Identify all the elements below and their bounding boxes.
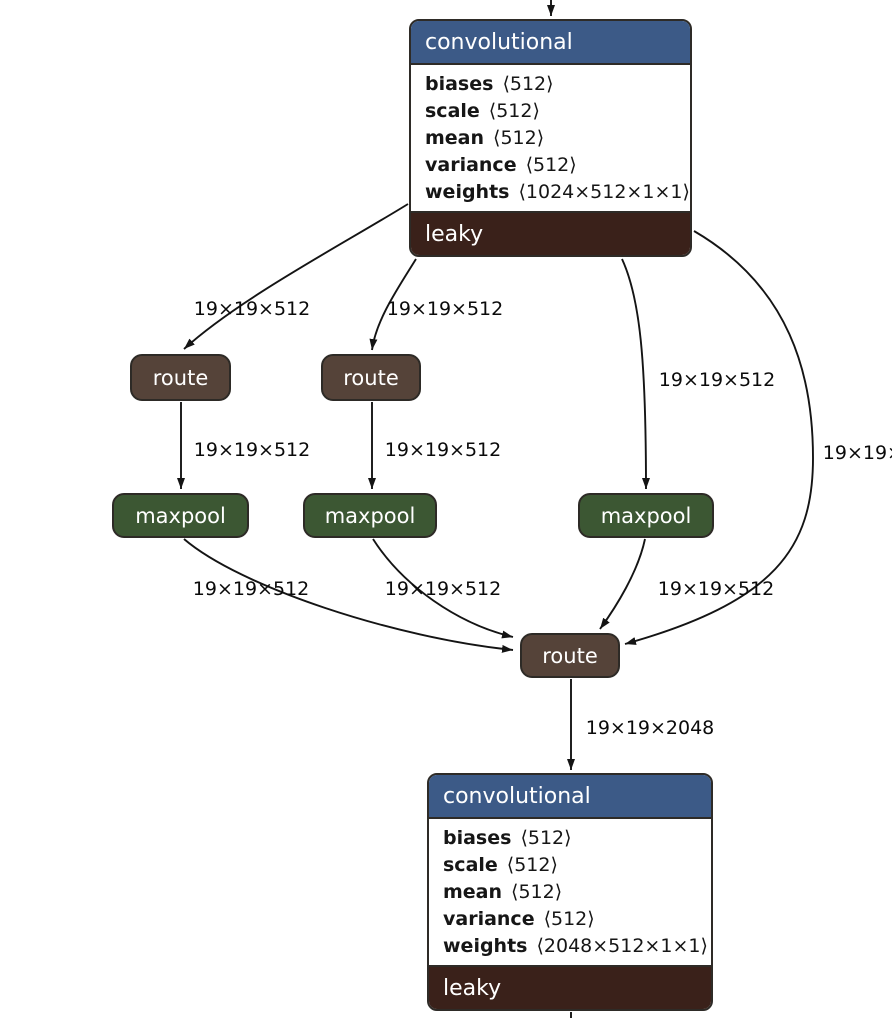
edge-label-conv-route-left: 19×19×512 bbox=[193, 298, 311, 320]
param-name: biases bbox=[425, 73, 494, 95]
param-value: ⟨512⟩ bbox=[525, 154, 577, 176]
route-mid-label: route bbox=[343, 365, 399, 390]
edge-maxpool-right-to-concat bbox=[599, 538, 646, 630]
param-value: ⟨512⟩ bbox=[502, 73, 554, 95]
param-name: mean bbox=[443, 881, 503, 903]
route-node-left: route bbox=[130, 354, 231, 401]
param-value: ⟨512⟩ bbox=[506, 854, 558, 876]
param-value: ⟨1024×512×1×1⟩ bbox=[518, 181, 690, 203]
conv-bottom-params: biases⟨512⟩ scale⟨512⟩ mean⟨512⟩ varianc… bbox=[429, 819, 711, 965]
maxpool-node-right: maxpool bbox=[578, 493, 714, 538]
maxpool-mid-label: maxpool bbox=[324, 503, 416, 528]
maxpool-node-left: maxpool bbox=[112, 493, 249, 538]
route-node-mid: route bbox=[321, 354, 421, 401]
edge-label-conv-route-mid: 19×19×512 bbox=[386, 298, 504, 320]
param-name: variance bbox=[443, 908, 535, 930]
edge-label-maxpool-right-concat: 19×19×512 bbox=[657, 578, 775, 600]
edge-label-conv-maxpool-right: 19×19×512 bbox=[658, 369, 776, 391]
edge-label-concat-conv: 19×19×2048 bbox=[585, 717, 715, 739]
edge-maxpool-left-to-concat bbox=[183, 538, 514, 653]
param-name: mean bbox=[425, 127, 485, 149]
param-name: scale bbox=[443, 854, 498, 876]
maxpool-right-label: maxpool bbox=[600, 503, 692, 528]
param-row: scale ⟨512⟩ bbox=[443, 852, 701, 879]
param-value: ⟨512⟩ bbox=[520, 827, 572, 849]
param-row: weights ⟨1024×512×1×1⟩ bbox=[425, 179, 690, 206]
param-row: scale ⟨512⟩ bbox=[425, 98, 680, 125]
param-row: mean ⟨512⟩ bbox=[443, 879, 701, 906]
edge-label-conv-route-concat: 19×19×512 bbox=[822, 442, 892, 464]
route-left-label: route bbox=[152, 365, 209, 390]
edge-label-route-left-maxpool: 19×19×512 bbox=[193, 439, 311, 461]
param-name: biases bbox=[443, 827, 512, 849]
param-row: biases ⟨512⟩ bbox=[443, 825, 701, 852]
edge-label-maxpool-mid-concat: 19×19×512 bbox=[384, 578, 502, 600]
route-concat-label: route bbox=[542, 643, 598, 668]
param-name: scale bbox=[425, 100, 480, 122]
maxpool-left-label: maxpool bbox=[135, 503, 226, 528]
param-value: ⟨2048×512×1×1⟩ bbox=[536, 935, 708, 957]
edge-conv-to-route-mid bbox=[369, 258, 417, 351]
conv-top-activation: leaky bbox=[411, 211, 690, 255]
edge-conv-to-route-left bbox=[183, 203, 409, 350]
conv-node-bottom: convolutional biases ⟨512⟩ scale ⟨512⟩ mea… bbox=[427, 773, 713, 1011]
param-value: ⟨512⟩ bbox=[493, 127, 545, 149]
edge-conv-to-maxpool-right bbox=[621, 258, 650, 490]
edge-label-maxpool-left-concat: 19×19×512 bbox=[192, 578, 310, 600]
param-row: mean ⟨512⟩ bbox=[425, 125, 680, 152]
param-row: biases ⟨512⟩ bbox=[425, 71, 680, 98]
param-name: variance bbox=[425, 154, 517, 176]
param-row: variance ⟨512⟩ bbox=[425, 152, 680, 179]
param-row: weights ⟨2048×512×1×1⟩ bbox=[443, 933, 708, 960]
edge-conv-to-route-concat bbox=[624, 230, 814, 645]
param-row: variance ⟨512⟩ bbox=[443, 906, 701, 933]
route-node-concat: route bbox=[520, 633, 620, 678]
conv-node-top: convolutional biases ⟨512⟩ scale ⟨512⟩ mea… bbox=[409, 19, 692, 257]
param-value: ⟨512⟩ bbox=[511, 881, 563, 903]
edge-maxpool-mid-to-concat bbox=[372, 538, 514, 639]
edge-label-route-mid-maxpool: 19×19×512 bbox=[384, 439, 502, 461]
param-value: ⟨512⟩ bbox=[543, 908, 595, 930]
param-name: weights bbox=[443, 935, 528, 957]
conv-top-params: biases⟨512⟩ scale⟨512⟩ mean⟨512⟩ varianc… bbox=[411, 65, 690, 211]
conv-top-title: convolutional bbox=[411, 21, 690, 65]
conv-bottom-activation: leaky bbox=[429, 965, 711, 1009]
param-name: weights bbox=[425, 181, 510, 203]
param-value: ⟨512⟩ bbox=[488, 100, 540, 122]
conv-bottom-title: convolutional bbox=[429, 775, 711, 819]
maxpool-node-mid: maxpool bbox=[303, 493, 437, 538]
